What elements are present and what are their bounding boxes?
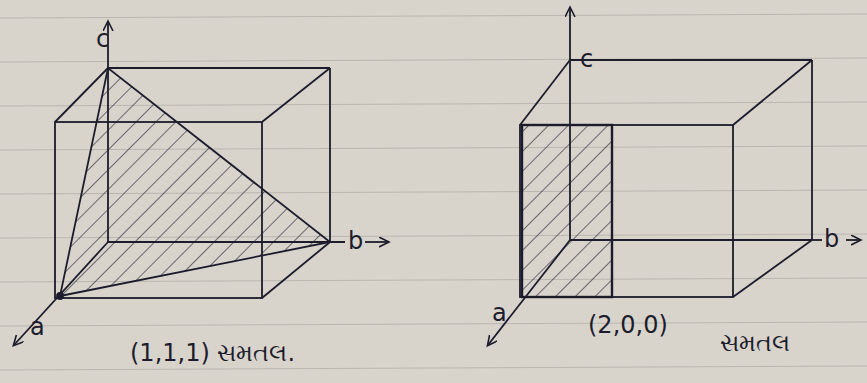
plane-caption: સમતલ <box>720 330 790 356</box>
right-unit-cell <box>488 8 860 345</box>
axis-label: c <box>96 26 109 52</box>
axis-label: a <box>30 314 45 340</box>
plane-caption: (1,1,1) સમતલ. <box>130 340 295 366</box>
ruled-paper-lines <box>0 14 867 370</box>
left-unit-cell <box>14 22 388 345</box>
axis-label: b <box>348 228 363 254</box>
plane-index: (2,0,0) <box>588 312 668 338</box>
axis-label: b <box>824 226 839 252</box>
axis-label: c <box>580 46 593 72</box>
axis-label: a <box>492 300 507 326</box>
